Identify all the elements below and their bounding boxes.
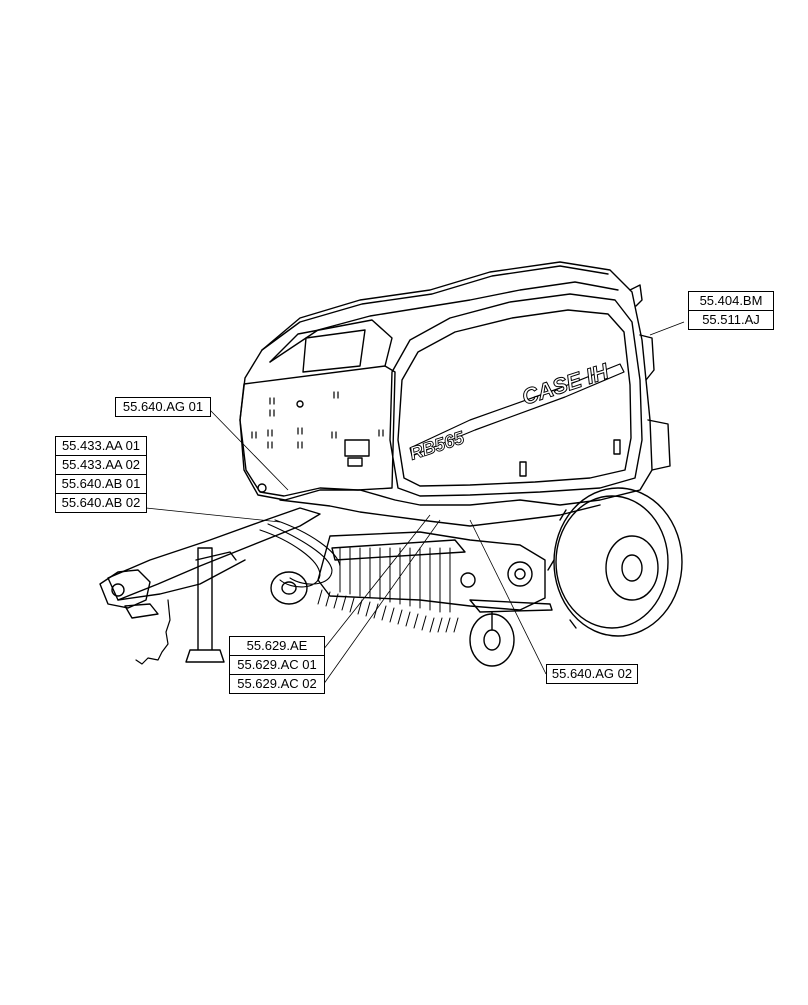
callout-label[interactable]: 55.433.AA 02 [56,455,146,474]
gauge-wheel-left [270,571,308,605]
callout-front-left[interactable]: 55.433.AA 01 55.433.AA 02 55.640.AB 01 5… [55,436,147,513]
crop-guide [331,539,466,561]
front-bolt [257,483,267,493]
pickup-bearing [460,572,476,588]
roof-inner [269,281,619,363]
brand-lettering: CASE IH [519,358,613,410]
pickup-reel [339,547,451,613]
callout-label[interactable]: 55.511.AJ [689,310,773,329]
logo-mark [296,400,304,408]
jack-stand [185,547,237,663]
leader-lines [145,321,685,686]
pickup-tines [317,589,459,633]
main-wheel-tire-inner [555,495,669,629]
baler-body-outline [239,261,653,506]
hitch-clevis [124,603,159,619]
callout-bottom-right[interactable]: 55.640.AG 02 [546,664,638,684]
drawbar-lower [117,559,246,601]
front-panel [239,365,396,497]
model-lettering: RB565 [407,427,467,464]
main-wheel-hub [621,554,643,582]
front-label-plate [344,439,370,457]
side-handle-1 [519,461,527,477]
front-small-plate [347,457,363,467]
callout-label[interactable]: 55.433.AA 01 [61,438,141,453]
callout-label[interactable]: 55.629.AC 02 [230,674,324,693]
callout-label[interactable]: 55.640.AG 01 [122,399,204,414]
callout-label[interactable]: 55.640.AB 01 [56,474,146,493]
callout-bottom-center[interactable]: 55.629.AE 55.629.AC 01 55.629.AC 02 [229,636,325,694]
callout-label[interactable]: 55.404.BM [699,293,763,308]
callout-label[interactable]: 55.629.AE [246,638,308,653]
callout-front-upper[interactable]: 55.640.AG 01 [115,397,211,417]
main-wheel-side [547,509,577,629]
hydraulic-hoses [259,519,341,588]
side-stripe [409,363,625,457]
main-wheel-rim [605,535,659,601]
pto-yoke [99,569,151,609]
side-panel-inner [397,309,632,487]
side-panel [389,293,643,497]
gauge-arm-right [469,599,553,631]
gearbox-sprocket [507,561,533,587]
gauge-wheel-left-hub [281,581,297,595]
pto-bolt [111,583,125,597]
main-wheel-tire [553,487,683,637]
lower-frame [279,499,601,527]
rear-hinge [629,284,655,381]
callout-top-right[interactable]: 55.404.BM 55.511.AJ [688,291,774,330]
callout-label[interactable]: 55.640.AB 02 [56,493,146,512]
rear-latch [647,419,671,471]
front-top-frame [269,319,393,367]
roof-ridge [261,265,609,351]
gearbox-sprocket-hub [514,568,526,580]
callout-label[interactable]: 55.640.AG 02 [551,666,633,681]
front-vents [251,391,384,449]
pickup-housing [317,531,546,611]
side-handle-2 [613,439,621,455]
front-window [302,329,366,373]
callout-label[interactable]: 55.629.AC 01 [230,655,324,674]
safety-chain [135,599,171,665]
gauge-wheel-right-hub [483,629,501,651]
drawbar [107,507,321,601]
